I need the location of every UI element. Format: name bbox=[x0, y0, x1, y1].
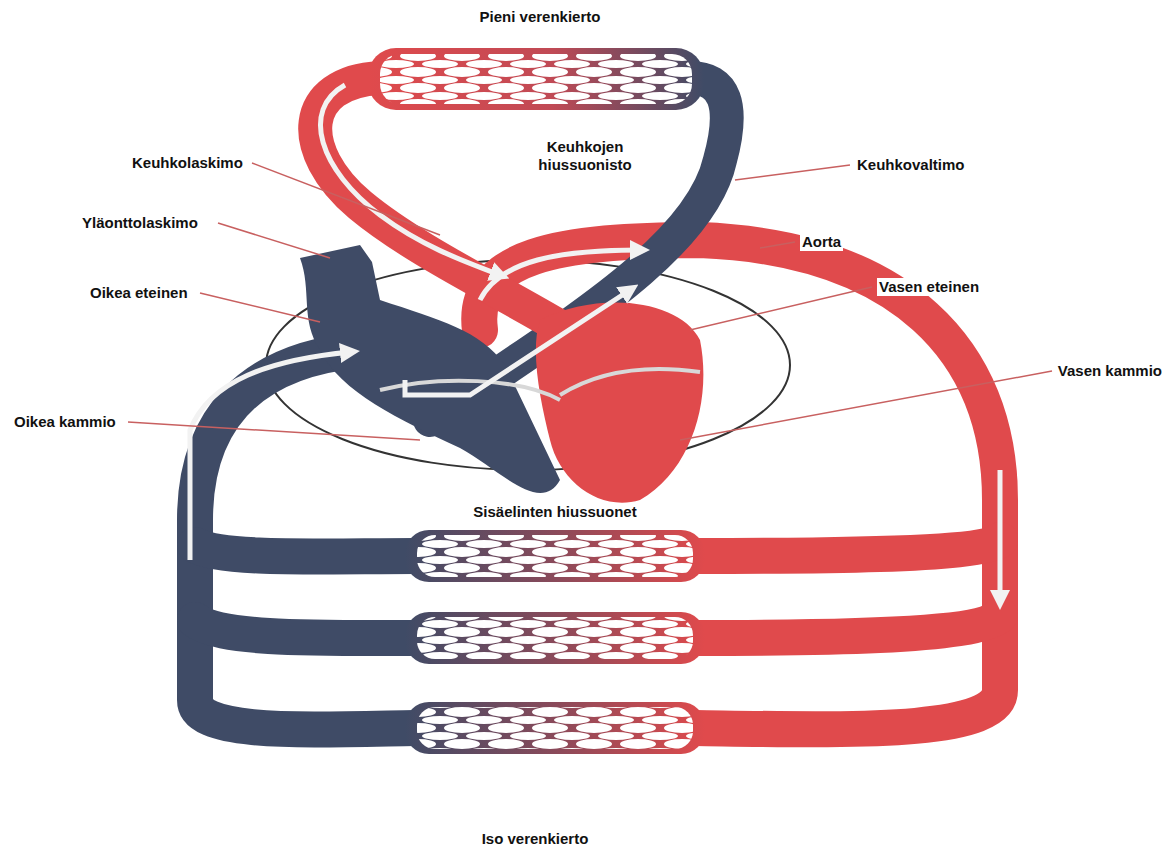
part-label: Keuhkolaskimo bbox=[130, 154, 245, 172]
part-label: Keuhkovaltimo bbox=[855, 156, 967, 174]
flow-arrows bbox=[190, 85, 1000, 600]
part-label: Vasen kammio bbox=[1056, 362, 1164, 380]
leader-lines bbox=[128, 163, 1052, 440]
part-label: Oikea eteinen bbox=[88, 284, 190, 302]
lung-capillaries bbox=[368, 48, 704, 110]
part-label: Oikea kammio bbox=[12, 413, 118, 431]
part-label: Sisäelinten hiussuonet bbox=[471, 503, 638, 521]
part-label: Pieni verenkierto bbox=[478, 8, 603, 26]
body-capillaries bbox=[405, 530, 705, 754]
right-heart bbox=[300, 245, 560, 493]
part-label: Keuhkojen hiussuonisto bbox=[518, 138, 652, 174]
part-label: Yläonttolaskimo bbox=[80, 214, 200, 232]
valve-line bbox=[560, 369, 700, 395]
part-label: Aorta bbox=[800, 233, 843, 251]
part-label: Vasen eteinen bbox=[877, 278, 981, 296]
part-label: Iso verenkierto bbox=[480, 830, 591, 848]
